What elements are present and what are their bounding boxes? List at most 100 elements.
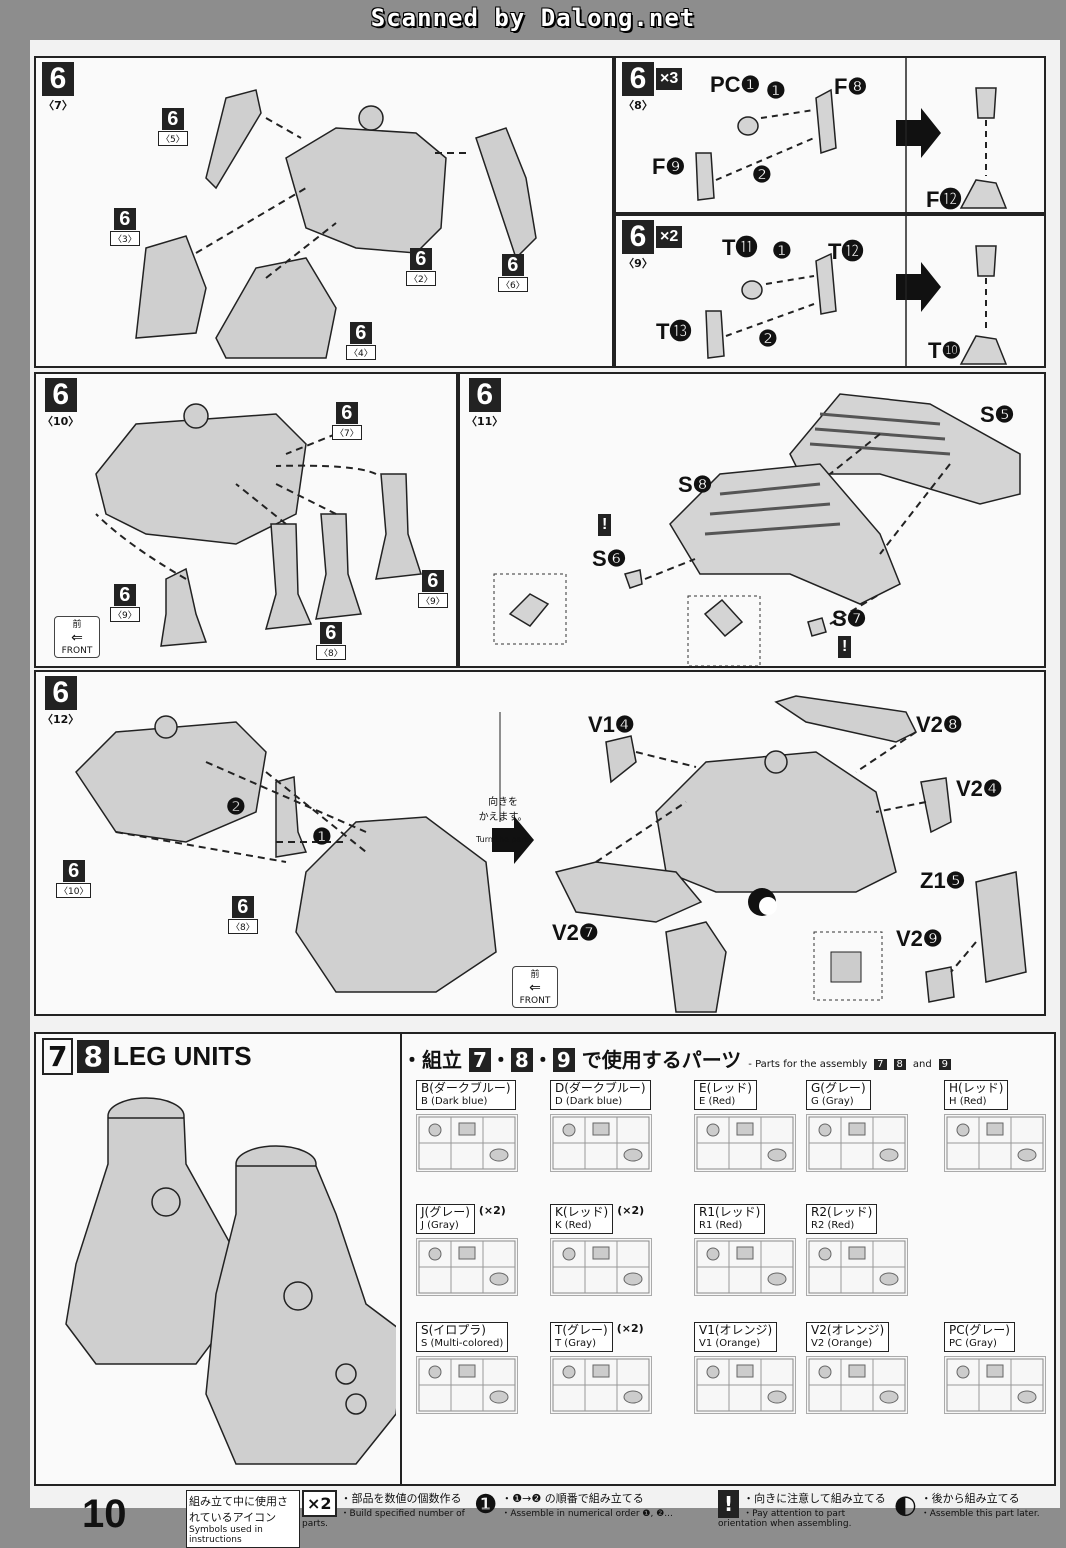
part-label: V2❾ xyxy=(896,926,943,951)
runner-label: V1(オレンジ)V1 (Orange) xyxy=(694,1322,778,1352)
assembly-diagram xyxy=(705,216,1008,366)
symbols-legend-title: 組み立て中に使用されているアイコン Symbols used in instru… xyxy=(186,1490,300,1548)
part-label: F❽ xyxy=(834,74,868,99)
part-tag: 6〈8〉 xyxy=(316,622,346,660)
step-panel-12: 6 〈12〉 xyxy=(34,670,1046,1016)
runner-label: PC(グレー)PC (Gray) xyxy=(944,1322,1015,1352)
assembly-diagram xyxy=(695,58,1008,212)
instruction-page: 6 〈7〉 6〈5〉 6〈3〉 6〈2〉 6〈6〉 6〈4〉 xyxy=(30,40,1060,1548)
part-tag: 6〈10〉 xyxy=(56,860,92,898)
step-panel-11: 6 〈11〉 xyxy=(458,372,1046,668)
runner-tree-diagram xyxy=(694,1238,796,1296)
part-tag: 6〈6〉 xyxy=(498,254,528,292)
part-label: T⓬ xyxy=(828,239,864,264)
step-number: 6 〈8〉 xyxy=(622,62,654,112)
part-label: Z1❺ xyxy=(920,868,966,893)
turn-part-note: 向きを かえます。 Turn the part. xyxy=(476,797,531,844)
part-tag: 6〈9〉 xyxy=(418,570,448,608)
runner-item: V1(オレンジ)V1 (Orange) xyxy=(694,1322,834,1418)
part-tag: 6〈2〉 xyxy=(406,248,436,286)
order-marker: ❶ xyxy=(766,78,786,103)
part-label: T⓭ xyxy=(656,319,692,344)
runner-label: R2(レッド)R2 (Red) xyxy=(806,1204,878,1234)
legend-build-count: ×2 ・部品を数値の個数作る ・Build specified number o… xyxy=(302,1490,465,1529)
step-number: 6 〈11〉 xyxy=(466,378,504,428)
runner-item: R2(レッド)R2 (Red) xyxy=(806,1204,946,1300)
step-number: 6 〈12〉 xyxy=(42,676,80,726)
runner-tree-diagram xyxy=(694,1356,796,1414)
part-label: V1❹ xyxy=(588,712,635,737)
runner-item: H(レッド)H (Red) xyxy=(944,1080,1066,1176)
part-label: S❽ xyxy=(678,472,713,497)
runner-label: D(ダークブルー)D (Dark blue) xyxy=(550,1080,651,1110)
multiplier-badge: ×2 xyxy=(656,226,683,248)
runner-label: V2(オレンジ)V2 (Orange) xyxy=(806,1322,890,1352)
runner-tree-diagram xyxy=(944,1114,1046,1172)
assembly-diagram xyxy=(95,403,422,647)
runner-label: S(イロプラ)S (Multi-colored) xyxy=(416,1322,509,1352)
step-panel-9: 6 〈9〉 ×2 T⓫ ❶ T⓬ T⓭ ❷ T❿ xyxy=(614,214,1046,368)
parts-used-title: ・組立 7・8・9 で使用するパーツ - Parts for the assem… xyxy=(402,1044,952,1073)
part-tag: 6〈3〉 xyxy=(110,208,140,246)
order-marker: ❶ xyxy=(772,238,792,263)
part-label: T❿ xyxy=(928,338,962,363)
runner-item: T(グレー)T (Gray)(×2) xyxy=(550,1322,690,1418)
runner-label: T(グレー)T (Gray) xyxy=(550,1322,613,1352)
runner-tree-diagram xyxy=(944,1356,1046,1414)
step-number: 6 〈10〉 xyxy=(42,378,80,428)
runner-item: S(イロプラ)S (Multi-colored) xyxy=(416,1322,556,1418)
front-direction-icon: 前 ⇐ FRONT xyxy=(54,616,100,658)
runner-tree-diagram xyxy=(806,1114,908,1172)
runner-label: J(グレー)J (Gray) xyxy=(416,1204,475,1234)
part-tag: 6〈9〉 xyxy=(110,584,140,622)
runner-label: H(レッド)H (Red) xyxy=(944,1080,1009,1110)
part-label: V2❹ xyxy=(956,776,1003,801)
front-direction-icon: 前 ⇐ FRONT xyxy=(512,966,558,1008)
runner-tree-diagram xyxy=(694,1114,796,1172)
part-label: PC❶ xyxy=(710,72,761,97)
section-divider xyxy=(400,1034,402,1484)
step-number: 6 〈7〉 xyxy=(42,62,74,112)
runner-tree-diagram xyxy=(416,1114,518,1172)
runner-label: E(レッド)E (Red) xyxy=(694,1080,757,1110)
runner-label: B(ダークブルー)B (Dark blue) xyxy=(416,1080,516,1110)
runner-qty: (×2) xyxy=(478,1204,506,1217)
runner-item: J(グレー)J (Gray)(×2) xyxy=(416,1204,556,1300)
order-marker: ❷ xyxy=(226,794,246,819)
part-tag: 6〈5〉 xyxy=(158,108,188,146)
order-marker: ❷ xyxy=(758,326,778,351)
runner-tree-diagram xyxy=(806,1356,908,1414)
runner-qty: (×2) xyxy=(616,1322,644,1335)
part-tag: 6〈7〉 xyxy=(332,402,362,440)
runner-item: E(レッド)E (Red) xyxy=(694,1080,834,1176)
runner-item: G(グレー)G (Gray) xyxy=(806,1080,946,1176)
runner-item: PC(グレー)PC (Gray) xyxy=(944,1322,1066,1418)
assembly-diagram xyxy=(135,89,537,359)
runner-tree-diagram xyxy=(550,1114,652,1172)
runner-tree-diagram xyxy=(416,1356,518,1414)
part-label: V2❽ xyxy=(916,712,963,737)
part-label: F⓬ xyxy=(926,187,962,212)
legend-orientation-warning: ! ・向きに注意して組み立てる ・Pay attention to part o… xyxy=(718,1490,886,1529)
runner-item: R1(レッド)R1 (Red) xyxy=(694,1204,834,1300)
runner-tree-diagram xyxy=(806,1238,908,1296)
runner-tree-diagram xyxy=(550,1356,652,1414)
step-panel-8: 6 〈8〉 ×3 PC❶ ❶ F❽ F❾ ❷ F⓬ xyxy=(614,56,1046,214)
warning-icon: ! xyxy=(838,636,852,658)
runner-item: D(ダークブルー)D (Dark blue) xyxy=(550,1080,690,1176)
step-number: 6 〈9〉 xyxy=(622,220,654,270)
runner-tree-diagram xyxy=(550,1238,652,1296)
part-label: F❾ xyxy=(652,154,686,179)
runner-label: G(グレー)G (Gray) xyxy=(806,1080,871,1110)
order-marker: ❶ xyxy=(312,824,332,849)
step-panel-10: 6 〈10〉 6〈7〉 6〈9〉 6〈8〉 6〈9〉 xyxy=(34,372,458,668)
part-label: T⓫ xyxy=(722,235,758,260)
runner-label: R1(レッド)R1 (Red) xyxy=(694,1204,766,1234)
step-panel-7: 6 〈7〉 6〈5〉 6〈3〉 6〈2〉 6〈6〉 6〈4〉 xyxy=(34,56,614,368)
runner-item: K(レッド)K (Red)(×2) xyxy=(550,1204,690,1300)
runner-tree-diagram xyxy=(416,1238,518,1296)
multiplier-badge: ×3 xyxy=(656,68,683,90)
assembly-diagram xyxy=(75,695,1027,1013)
part-label: S❺ xyxy=(980,402,1015,427)
scan-credit: Scanned by Dalong.net xyxy=(370,4,696,32)
